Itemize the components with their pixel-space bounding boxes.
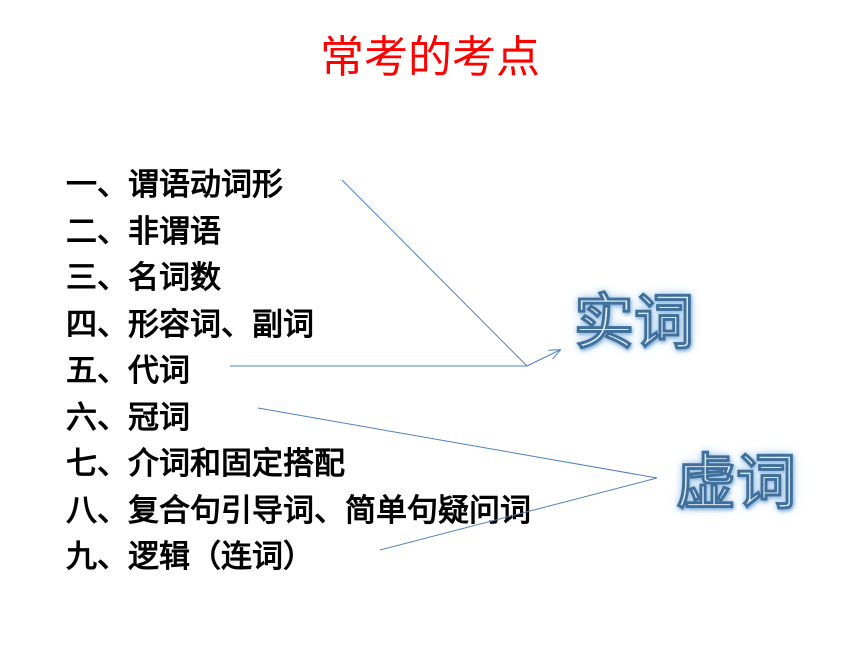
topic-item-7: 七、介词和固定搭配 xyxy=(66,446,345,482)
topic-item-2: 二、非谓语 xyxy=(66,213,221,250)
topic-item-6: 六、冠词 xyxy=(66,399,190,436)
topic-item-3: 三、名词数 xyxy=(66,260,221,296)
topic-item-9: 九、逻辑（连词） xyxy=(66,539,314,575)
topic-item-8: 八、复合句引导词、简单句疑问词 xyxy=(66,492,531,529)
topic-item-1: 一、谓语动词形 xyxy=(66,167,283,203)
category-label-content-words: 实词 xyxy=(574,288,695,359)
slide-title: 常考的考点 xyxy=(320,32,540,83)
topic-item-5: 五、代词 xyxy=(66,353,190,389)
topic-item-4: 四、形容词、副词 xyxy=(66,306,314,343)
connector-arrow-to-content-words xyxy=(526,350,560,367)
topic-list: 一、谓语动词形 二、非谓语 三、名词数 四、形容词、副词 五、代词 六、冠词 七… xyxy=(66,162,531,581)
category-label-function-words: 虚词 xyxy=(676,448,797,519)
